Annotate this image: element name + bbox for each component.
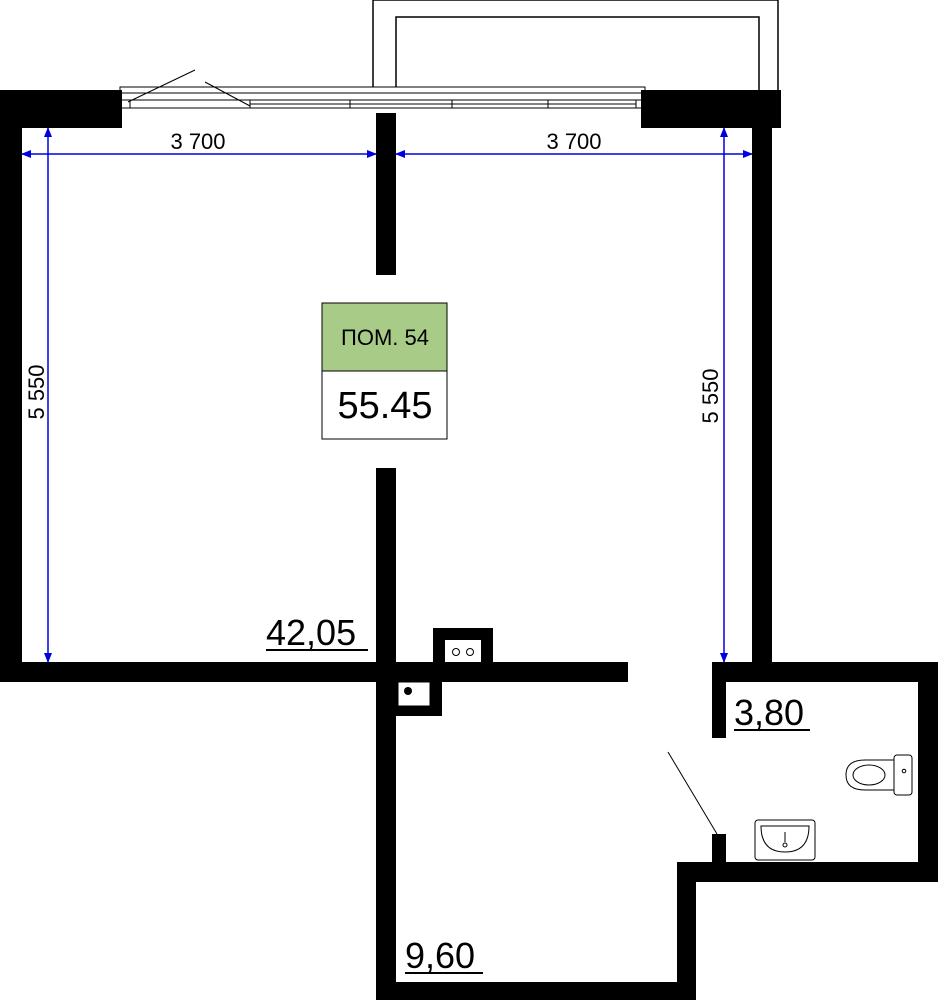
dimension-lines: [21, 127, 753, 663]
bathroom-door-swing: [667, 751, 718, 835]
sink-icon: [754, 819, 816, 861]
balcony-door-swing: [127, 69, 251, 107]
dim-label-top-left: 3 700: [170, 129, 225, 154]
ventilation-shaft: [433, 628, 493, 668]
room-area-bathroom: 3,80: [734, 692, 810, 733]
room-area-living: 42,05: [266, 612, 368, 653]
unit-label-header: [321, 302, 448, 372]
unit-total-area: 55.45: [337, 385, 432, 427]
unit-number: ПОМ. 54: [341, 325, 429, 350]
riser-shaft: [396, 681, 442, 716]
walls: [0, 90, 938, 1000]
room-area-hall-text: 9,60: [405, 935, 475, 976]
toilet-icon: [845, 754, 913, 796]
dim-label-right: 5 550: [698, 368, 723, 423]
room-area-living-text: 42,05: [266, 612, 356, 653]
unit-label-body: [321, 370, 448, 440]
room-area-hall: 9,60: [405, 935, 483, 976]
balcony: [372, 0, 779, 93]
room-area-bathroom-text: 3,80: [734, 692, 804, 733]
dim-label-left: 5 550: [24, 364, 49, 419]
unit-label-box: ПОМ. 54 55.45: [321, 302, 448, 440]
window-strip: [119, 86, 647, 109]
dim-label-top-right: 3 700: [546, 129, 601, 154]
